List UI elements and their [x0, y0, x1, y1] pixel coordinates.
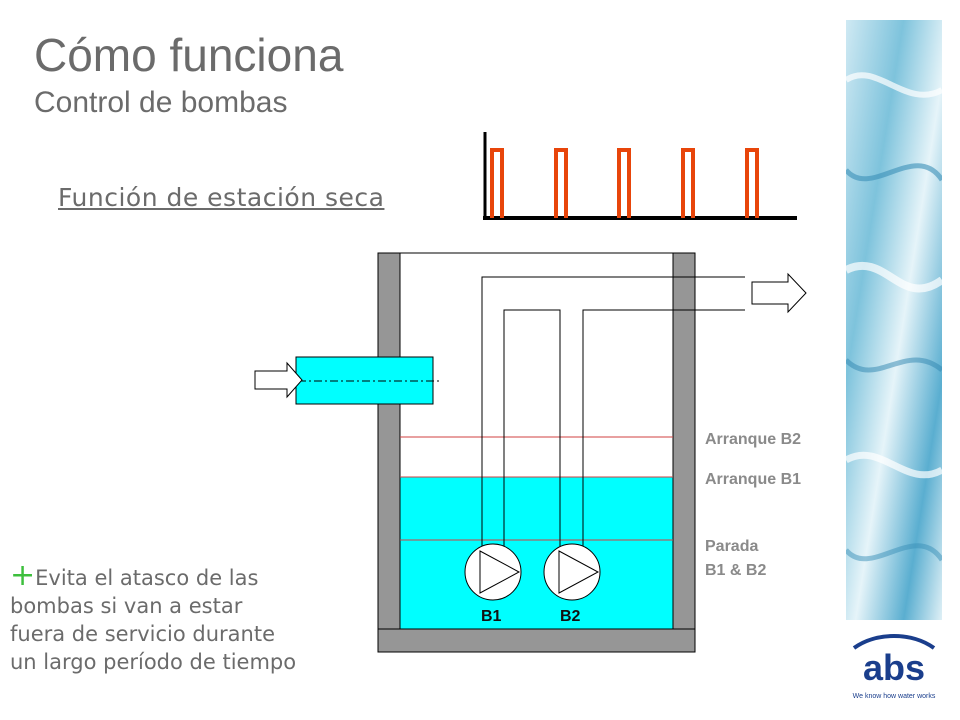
well-floor: [377, 628, 696, 653]
abs-logo: abs We know how water works: [846, 628, 942, 708]
benefit-line-2: bombas si van a estar: [10, 594, 243, 618]
benefit-line-1: Evita el atasco de las: [35, 566, 259, 590]
pipe-b1-inner: [503, 309, 561, 560]
pulse-5: [745, 148, 759, 218]
benefit-text: +Evita el atasco de las bombas si van a …: [10, 561, 390, 676]
pulse-4: [681, 148, 695, 218]
abs-logo-icon: abs We know how water works: [853, 634, 936, 700]
benefit-line-4: un largo período de tiempo: [10, 650, 297, 674]
pump-b2: [543, 543, 601, 601]
section-title: Función de estación seca: [58, 183, 385, 212]
level-label-stop-line2: B1 & B2: [705, 562, 767, 579]
level-label-stop-line1: Parada: [705, 538, 759, 555]
inlet-arrow-icon: [254, 361, 303, 399]
wet-well: [377, 252, 696, 653]
page-subtitle: Control de bombas: [34, 86, 288, 119]
plus-icon: +: [10, 558, 36, 593]
pipe-b2-inner: [582, 309, 745, 560]
pump-b1-triangle: [479, 550, 521, 594]
svg-text:We know how water works: We know how water works: [853, 693, 936, 700]
water-body: [399, 476, 674, 630]
pump-b2-triangle: [558, 550, 600, 594]
pulse-1: [490, 148, 504, 218]
svg-text:abs: abs: [863, 647, 925, 688]
pulse-3: [617, 148, 631, 218]
discharge-pipes: [481, 276, 745, 560]
outlet-arrow-icon: [751, 272, 807, 314]
pump-cycle-chart: [483, 132, 797, 220]
benefit-line-3: fuera de servicio durante: [10, 622, 275, 646]
pump-b1: [464, 543, 522, 601]
pipe-b1-outer: [481, 276, 745, 560]
pulse-2: [554, 148, 568, 218]
level-label-start-b1: Arranque B1: [705, 471, 802, 488]
page-title: Cómo funciona: [34, 29, 344, 81]
pump-b1-label: B1: [481, 608, 502, 625]
level-label-stop: Parada B1 & B2: [705, 535, 766, 583]
pump-b2-label: B2: [560, 608, 581, 625]
well-wall-right: [672, 252, 696, 653]
water-decoration-image: [846, 20, 942, 620]
level-label-start-b2: Arranque B2: [705, 431, 802, 448]
